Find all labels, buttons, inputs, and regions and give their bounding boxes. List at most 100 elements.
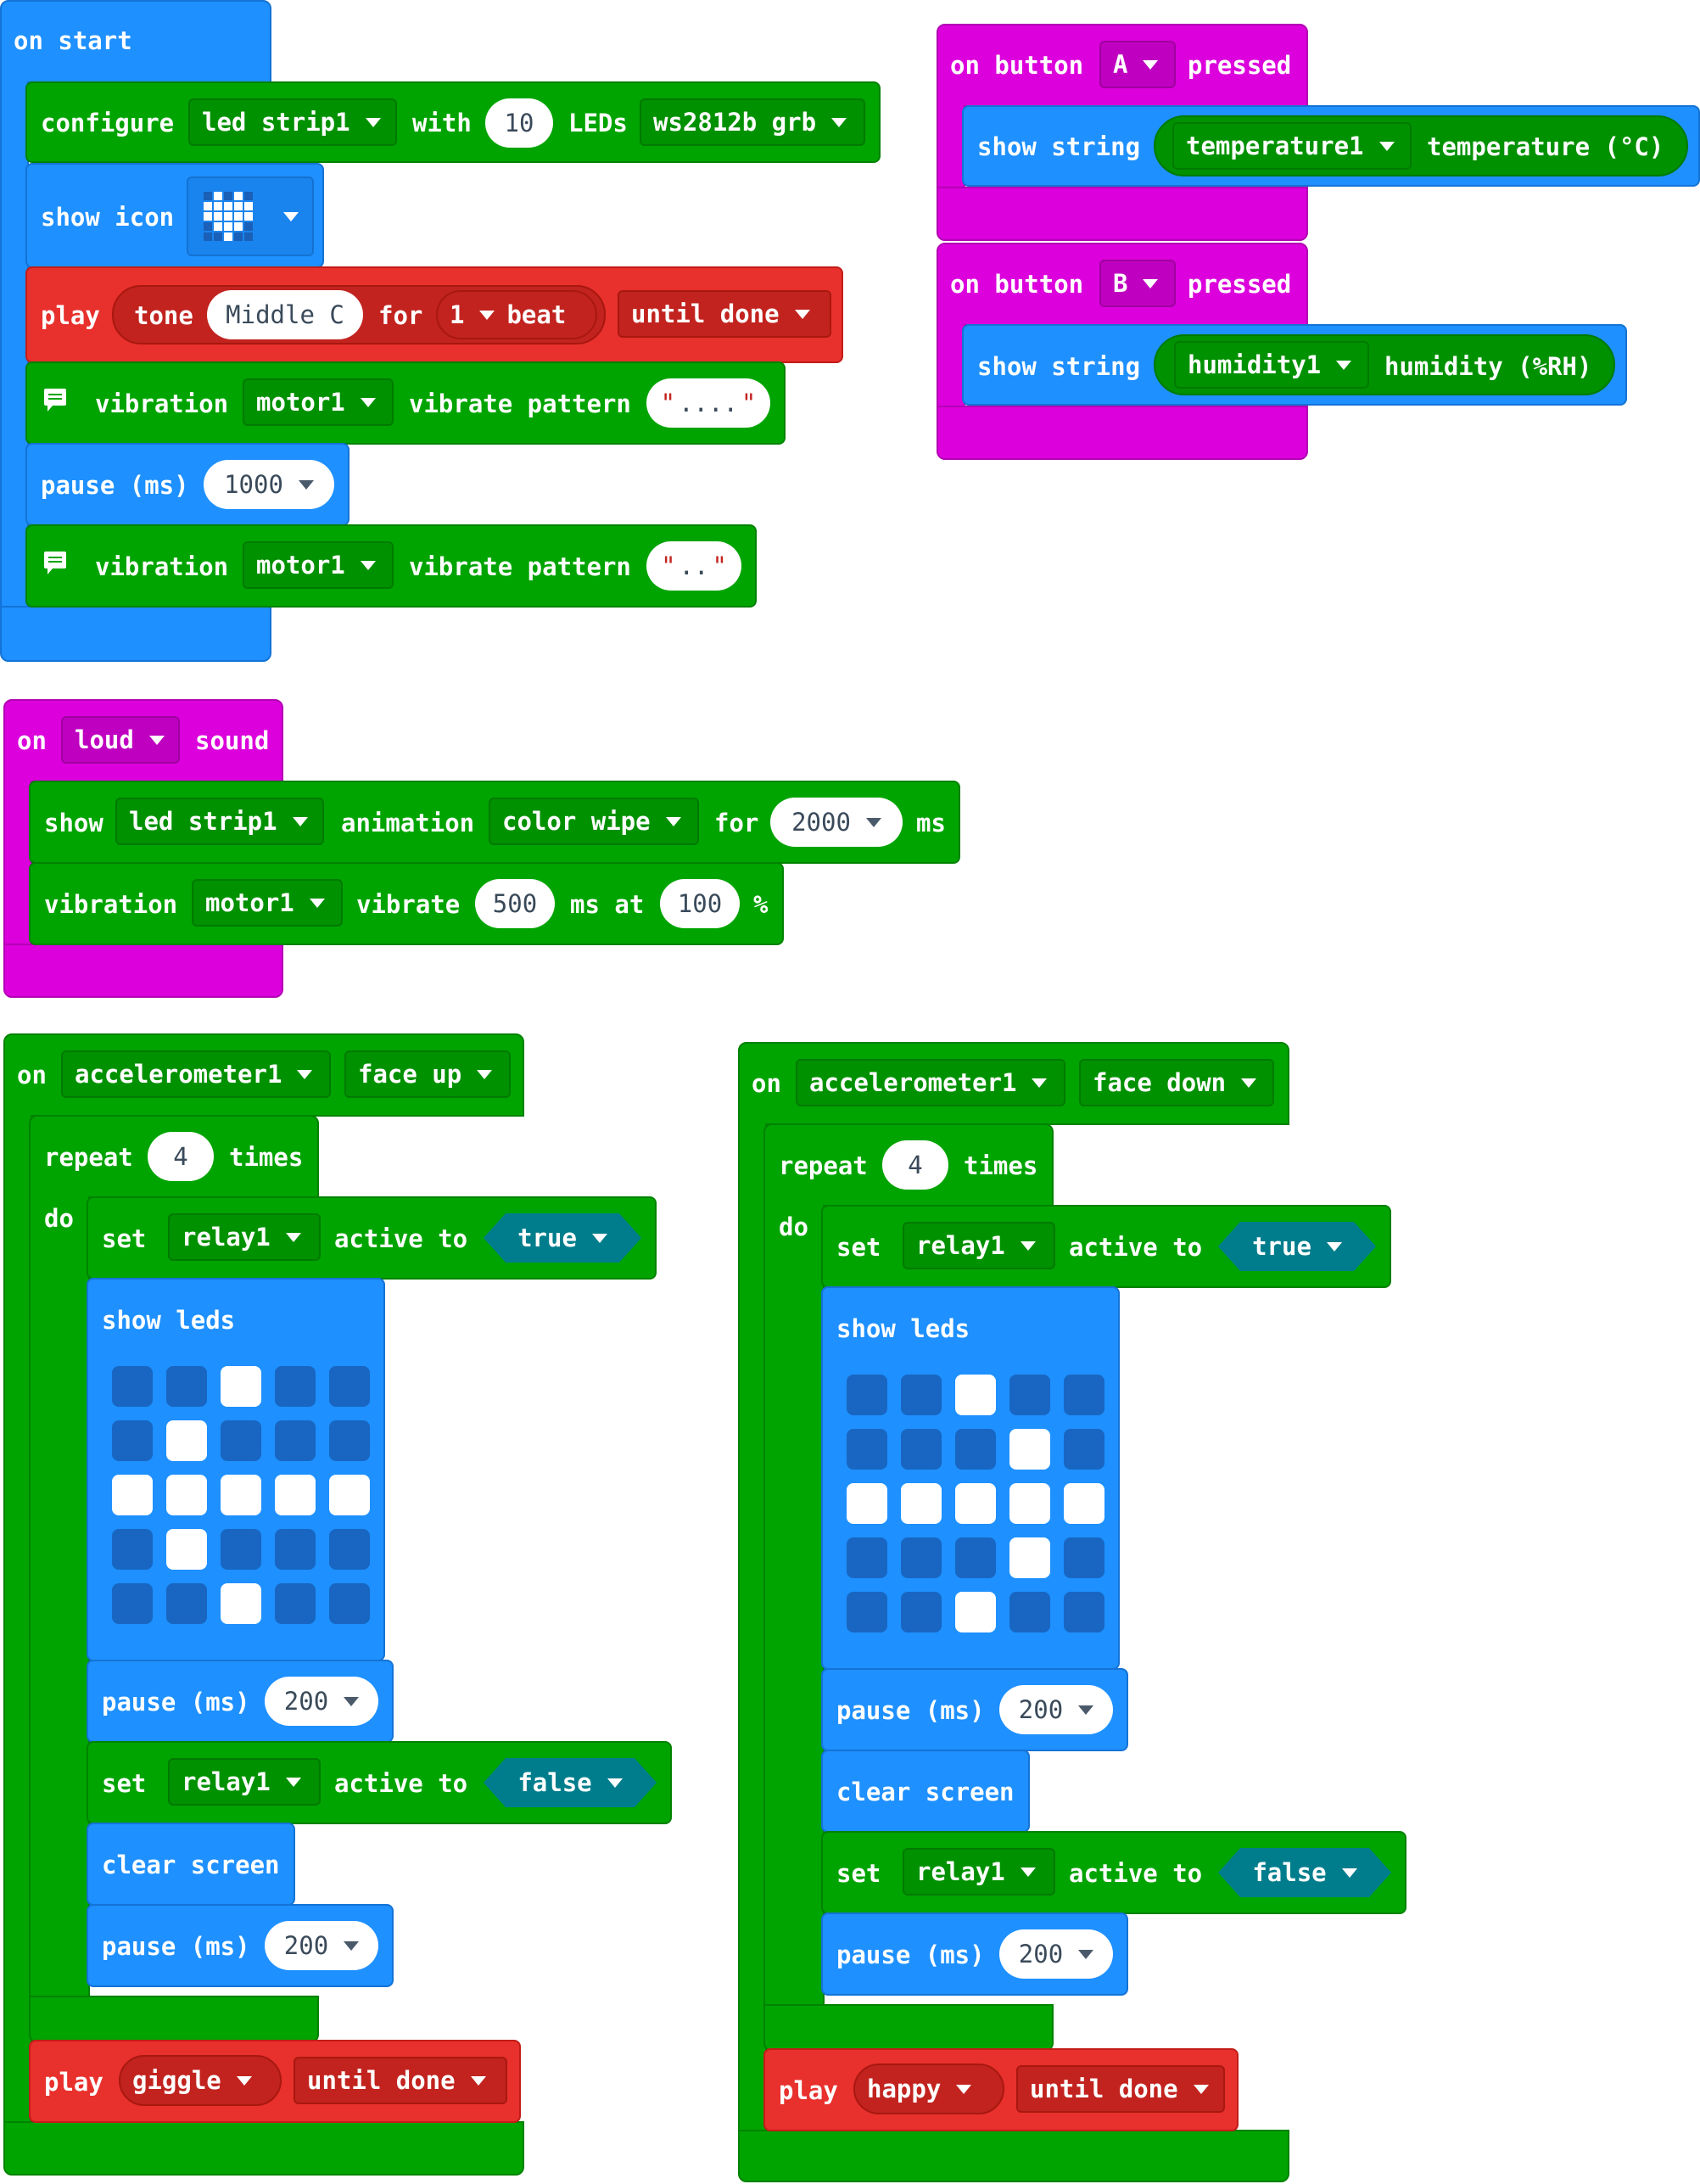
on-start-block[interactable] bbox=[0, 0, 271, 83]
relay-dropdown[interactable]: relay1 bbox=[168, 1213, 321, 1261]
button-dropdown[interactable]: A bbox=[1099, 41, 1176, 88]
led-cell[interactable] bbox=[901, 1429, 942, 1470]
led-cell[interactable] bbox=[221, 1529, 261, 1570]
led-cell[interactable] bbox=[166, 1366, 207, 1407]
repeat-count-input[interactable]: 4 bbox=[148, 1132, 214, 1181]
led-cell[interactable] bbox=[1064, 1592, 1104, 1632]
led-cell[interactable] bbox=[955, 1592, 996, 1632]
pattern-input[interactable]: "...." bbox=[646, 378, 770, 428]
true-dropdown[interactable]: true bbox=[484, 1213, 641, 1263]
led-cell[interactable] bbox=[112, 1420, 153, 1461]
vibrate-ms-input[interactable]: 500 bbox=[475, 879, 555, 928]
percent-input[interactable]: 100 bbox=[660, 879, 740, 928]
led-cell[interactable] bbox=[166, 1420, 207, 1461]
led-cell[interactable] bbox=[221, 1475, 261, 1515]
led-cell[interactable] bbox=[329, 1583, 370, 1624]
accelerometer-dropdown[interactable]: accelerometer1 bbox=[61, 1050, 331, 1098]
led-cell[interactable] bbox=[112, 1475, 153, 1515]
comment-icon[interactable] bbox=[44, 389, 66, 412]
led-cell[interactable] bbox=[221, 1420, 261, 1461]
led-cell[interactable] bbox=[1064, 1537, 1104, 1578]
led-cell[interactable] bbox=[275, 1366, 316, 1407]
led-grid[interactable] bbox=[847, 1375, 1104, 1632]
led-cell[interactable] bbox=[901, 1483, 942, 1524]
motor-dropdown[interactable]: motor1 bbox=[192, 879, 343, 927]
relay-dropdown[interactable]: relay1 bbox=[903, 1848, 1055, 1896]
duration-dropdown[interactable]: 2000 bbox=[770, 798, 903, 847]
pattern-input[interactable]: ".." bbox=[646, 541, 741, 591]
led-cell[interactable] bbox=[1009, 1429, 1050, 1470]
led-cell[interactable] bbox=[847, 1375, 887, 1415]
gesture-dropdown[interactable]: face down bbox=[1079, 1059, 1274, 1106]
led-cell[interactable] bbox=[955, 1537, 996, 1578]
relay-dropdown[interactable]: relay1 bbox=[168, 1758, 321, 1806]
accelerometer-dropdown[interactable]: accelerometer1 bbox=[796, 1059, 1065, 1106]
led-cell[interactable] bbox=[112, 1583, 153, 1624]
led-cell[interactable] bbox=[1009, 1537, 1050, 1578]
led-cell[interactable] bbox=[275, 1420, 316, 1461]
comment-icon[interactable] bbox=[44, 552, 66, 574]
led-count-input[interactable]: 10 bbox=[485, 98, 553, 148]
sound-mode-dropdown[interactable]: until done bbox=[294, 2057, 507, 2104]
led-cell[interactable] bbox=[1064, 1375, 1104, 1415]
pause-dropdown[interactable]: 200 bbox=[265, 1677, 378, 1726]
sound-level-dropdown[interactable]: loud bbox=[61, 716, 180, 764]
led-cell[interactable] bbox=[275, 1475, 316, 1515]
led-cell[interactable] bbox=[847, 1429, 887, 1470]
tone-mode-dropdown[interactable]: until done bbox=[618, 290, 831, 338]
icon-dropdown[interactable] bbox=[187, 176, 314, 256]
led-cell[interactable] bbox=[166, 1529, 207, 1570]
led-cell[interactable] bbox=[221, 1366, 261, 1407]
true-dropdown[interactable]: true bbox=[1218, 1222, 1376, 1271]
button-dropdown[interactable]: B bbox=[1099, 260, 1176, 307]
note-input[interactable]: Middle C bbox=[207, 290, 363, 339]
led-cell[interactable] bbox=[275, 1529, 316, 1570]
led-cell[interactable] bbox=[1064, 1429, 1104, 1470]
led-cell[interactable] bbox=[901, 1592, 942, 1632]
pause-dropdown[interactable]: 200 bbox=[999, 1685, 1113, 1734]
led-cell[interactable] bbox=[1009, 1592, 1050, 1632]
motor-dropdown[interactable]: motor1 bbox=[243, 541, 394, 589]
led-cell[interactable] bbox=[329, 1420, 370, 1461]
relay-dropdown[interactable]: relay1 bbox=[903, 1222, 1055, 1269]
false-dropdown[interactable]: false bbox=[484, 1758, 657, 1807]
strip-type-dropdown[interactable]: ws2812b grb bbox=[640, 98, 865, 146]
vibration-block[interactable] bbox=[29, 862, 784, 945]
clear-screen-block[interactable] bbox=[821, 1750, 1030, 1833]
led-grid[interactable] bbox=[112, 1366, 370, 1624]
sound-mode-dropdown[interactable]: until done bbox=[1016, 2065, 1225, 2113]
led-cell[interactable] bbox=[329, 1366, 370, 1407]
led-cell[interactable] bbox=[166, 1583, 207, 1624]
pause-dropdown[interactable]: 1000 bbox=[204, 460, 334, 509]
pause-dropdown[interactable]: 200 bbox=[265, 1921, 378, 1970]
repeat-count-input[interactable]: 4 bbox=[882, 1140, 948, 1190]
led-cell[interactable] bbox=[1009, 1375, 1050, 1415]
motor-dropdown[interactable]: motor1 bbox=[243, 378, 394, 426]
led-cell[interactable] bbox=[847, 1537, 887, 1578]
led-cell[interactable] bbox=[955, 1429, 996, 1470]
led-cell[interactable] bbox=[112, 1366, 153, 1407]
led-cell[interactable] bbox=[329, 1529, 370, 1570]
led-cell[interactable] bbox=[901, 1375, 942, 1415]
led-cell[interactable] bbox=[955, 1375, 996, 1415]
pause-dropdown[interactable]: 200 bbox=[999, 1929, 1113, 1979]
led-cell[interactable] bbox=[955, 1483, 996, 1524]
led-cell[interactable] bbox=[901, 1537, 942, 1578]
loud-sound-block[interactable] bbox=[3, 699, 283, 782]
strip-dropdown[interactable]: led strip1 bbox=[115, 798, 324, 845]
led-cell[interactable] bbox=[847, 1592, 887, 1632]
led-cell[interactable] bbox=[221, 1583, 261, 1624]
animation-dropdown[interactable]: color wipe bbox=[489, 798, 699, 845]
pause-block[interactable] bbox=[821, 1912, 1128, 1996]
led-cell[interactable] bbox=[1064, 1483, 1104, 1524]
false-dropdown[interactable]: false bbox=[1218, 1848, 1391, 1897]
sound-dropdown[interactable]: happy bbox=[853, 2064, 1004, 2114]
led-cell[interactable] bbox=[1009, 1483, 1050, 1524]
led-cell[interactable] bbox=[329, 1475, 370, 1515]
led-cell[interactable] bbox=[847, 1483, 887, 1524]
gesture-dropdown[interactable]: face up bbox=[344, 1050, 511, 1098]
sensor-dropdown[interactable]: temperature1 bbox=[1172, 122, 1412, 170]
sound-dropdown[interactable]: giggle bbox=[119, 2055, 282, 2106]
clear-screen-block[interactable] bbox=[87, 1823, 295, 1906]
